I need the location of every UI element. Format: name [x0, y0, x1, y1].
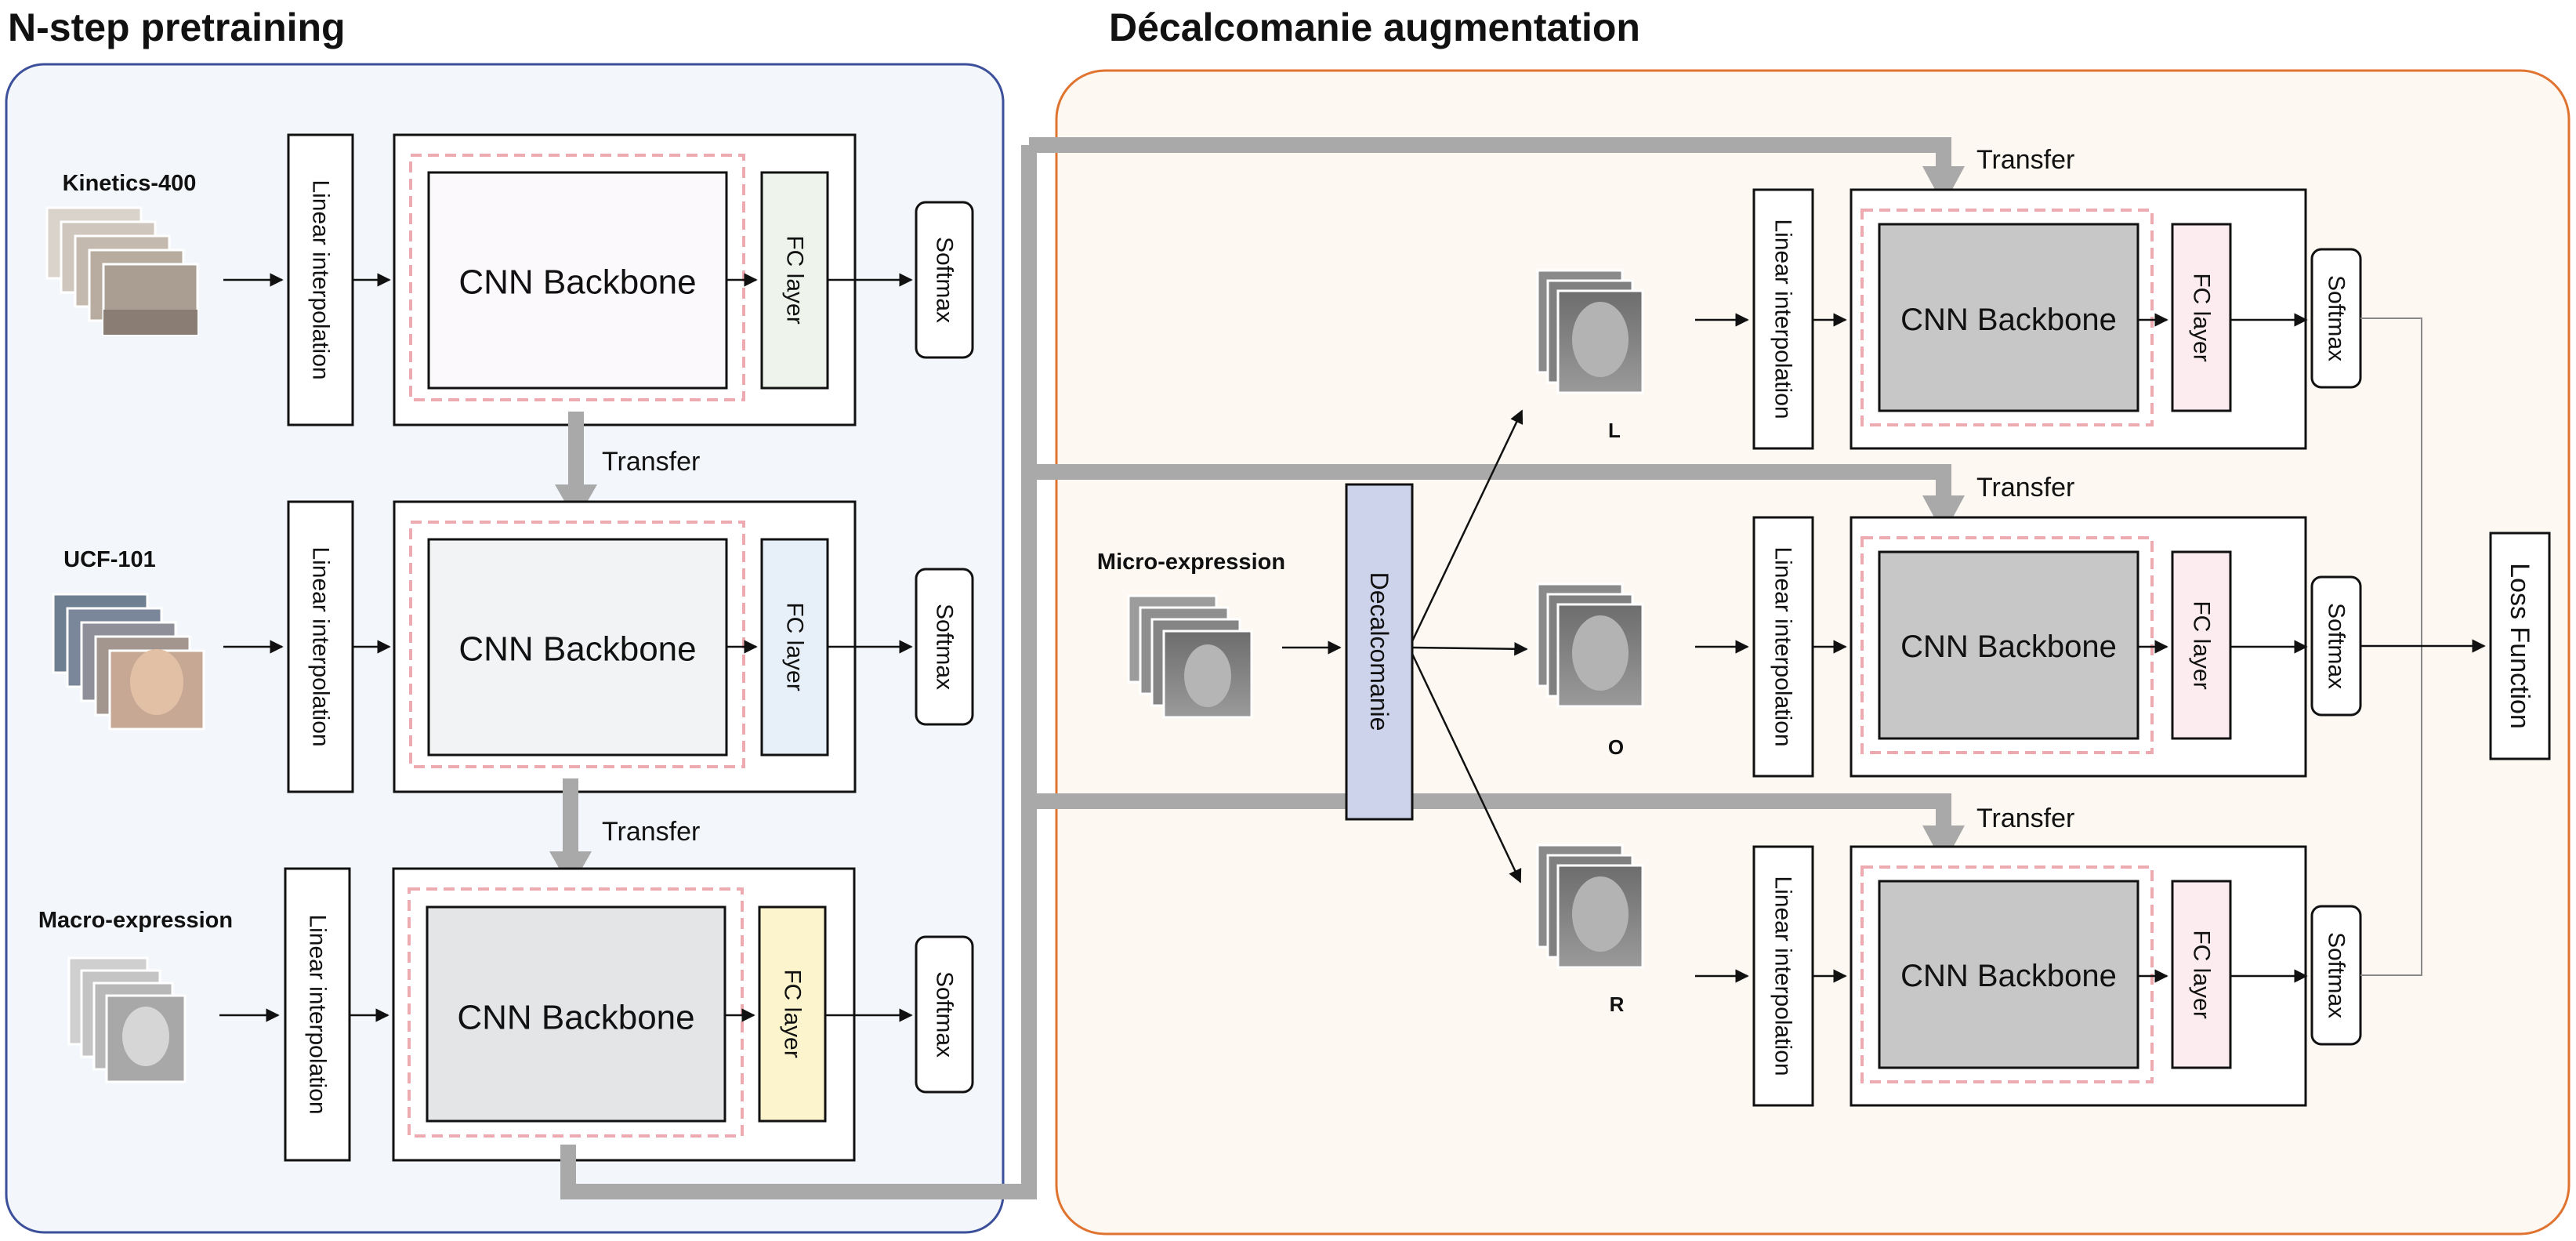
interp-label: Linear interpolation: [1770, 219, 1796, 419]
transfer-label: Transfer: [1976, 804, 2074, 833]
fc-layer: [760, 171, 829, 390]
dataset-label: UCF-101: [63, 547, 156, 572]
fc-label: FC layer: [2189, 273, 2215, 361]
fc-layer: [2171, 550, 2232, 740]
transfer-label: Transfer: [1976, 473, 2074, 503]
pretraining-stage-2: UCF-101 Linear interpolation CNN Backbon…: [52, 500, 974, 793]
fc-label: FC layer: [2189, 930, 2215, 1018]
cnn-backbone: [427, 538, 728, 757]
augmentation-title: Décalcomanie augmentation: [1109, 5, 1640, 49]
softmax-label: Softmax: [2324, 932, 2350, 1018]
dataset-label: Kinetics-400: [63, 171, 197, 196]
augmentation-branch-left: L Linear interpolation CNN Backbone FC l…: [1536, 145, 2362, 450]
cnn-backbone: [426, 905, 726, 1123]
fc-label: FC layer: [782, 602, 808, 691]
micro-expression-frames-image: [1127, 594, 1253, 719]
softmax-label: Softmax: [2324, 603, 2350, 689]
softmax-label: Softmax: [932, 971, 958, 1058]
face-frames-o-image: [1536, 582, 1644, 708]
decalcomanie-box: [1345, 483, 1414, 821]
face-frames-r-image: [1536, 844, 1644, 969]
transfer-label: Transfer: [1976, 145, 2074, 175]
augmentation-input: Micro-expression: [1097, 550, 1342, 719]
backbone-label: CNN Backbone: [457, 999, 694, 1037]
softmax-label: Softmax: [2324, 275, 2350, 361]
backbone-label: CNN Backbone: [458, 263, 696, 302]
loss-function-label: Loss Function: [2505, 563, 2534, 729]
augmentation-branch-right: R Linear interpolation CNN Backbone FC l…: [1536, 804, 2362, 1107]
transfer-label: Transfer: [602, 447, 700, 477]
face-label: R: [1610, 992, 1625, 1016]
face-frames-l-image: [1536, 269, 1644, 394]
cnn-backbone: [1878, 550, 2139, 740]
transfer-label: Transfer: [602, 817, 700, 847]
interp-label: Linear interpolation: [305, 914, 331, 1114]
augmentation-branch-original: O Linear interpolation CNN Backbone FC l…: [1536, 473, 2362, 778]
cnn-backbone: [427, 171, 728, 390]
pretraining-stage-3: Macro-expression Linear interpolation CN…: [38, 867, 974, 1162]
cnn-backbone: [1878, 223, 2139, 412]
interp-label: Linear interpolation: [308, 546, 334, 746]
decalcomanie-label: Decalcomanie: [1365, 572, 1393, 731]
softmax-label: Softmax: [932, 604, 958, 690]
backbone-label: CNN Backbone: [458, 630, 696, 669]
loss-connectors: [2360, 318, 2486, 976]
pretraining-stage-1: Kinetics-400 Linear interpolation CNN Ba…: [45, 133, 974, 426]
cnn-backbone: [1878, 880, 2139, 1069]
fc-layer: [2171, 223, 2232, 412]
softmax-box: [915, 568, 974, 726]
cross-panel-transfer-path: [560, 137, 1951, 1199]
fc-layer: [758, 905, 827, 1123]
micro-expression-label: Micro-expression: [1097, 550, 1285, 575]
dataset-label: Macro-expression: [38, 908, 233, 933]
fc-layer: [760, 538, 829, 757]
fc-label: FC layer: [2189, 601, 2215, 689]
face-label: O: [1608, 735, 1624, 759]
transfer-arrow-2: Transfer: [549, 778, 700, 888]
pretraining-title: N-step pretraining: [8, 5, 346, 49]
ucf-frames-image: [52, 593, 205, 731]
fc-layer: [2171, 880, 2232, 1069]
loss-function-box: [2489, 532, 2551, 760]
interp-label: Linear interpolation: [1770, 546, 1796, 746]
interp-label: Linear interpolation: [308, 180, 334, 379]
kinetics-frames-image: [45, 206, 199, 336]
softmax-box: [915, 935, 974, 1094]
backbone-label: CNN Backbone: [1900, 959, 2117, 993]
backbone-label: CNN Backbone: [1900, 630, 2117, 664]
face-label: L: [1608, 419, 1621, 442]
fc-label: FC layer: [780, 969, 806, 1058]
fc-label: FC layer: [782, 235, 808, 324]
softmax-label: Softmax: [932, 237, 958, 323]
macro-expression-frames-image: [67, 956, 187, 1083]
backbone-label: CNN Backbone: [1900, 303, 2117, 337]
softmax-box: [915, 201, 974, 359]
interp-label: Linear interpolation: [1770, 876, 1796, 1076]
